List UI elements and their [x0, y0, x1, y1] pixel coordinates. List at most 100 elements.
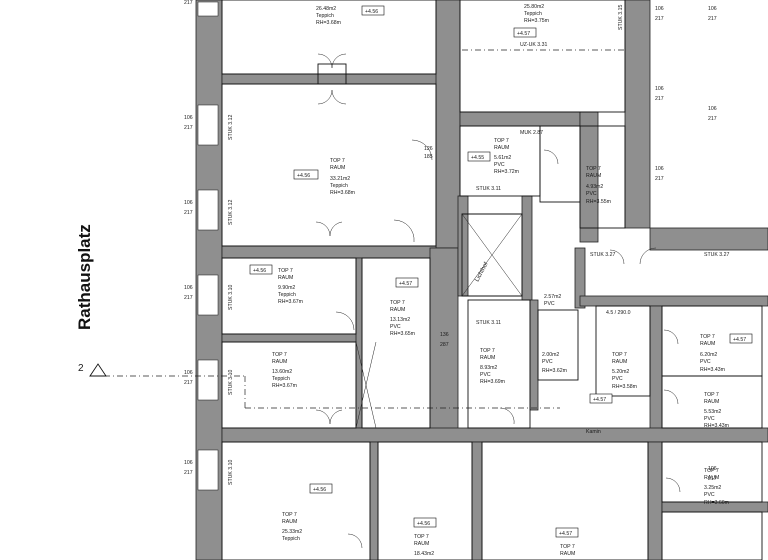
svg-text:STUK 3.15: STUK 3.15: [618, 5, 624, 30]
svg-text:PVC: PVC: [542, 359, 553, 365]
svg-text:RAUM: RAUM: [494, 145, 509, 151]
svg-text:RAUM: RAUM: [612, 359, 627, 365]
svg-text:TOP 7: TOP 7: [272, 352, 287, 358]
room-top-right: 25.80m2 Teppich RH=3.75m +4.57 UZ-UK 3.3…: [462, 4, 624, 51]
room-a: +4.56 TOP 7 RAUM 9.90m2 Teppich RH=3.67m: [249, 264, 303, 305]
svg-text:Teppich: Teppich: [524, 11, 542, 17]
svg-text:+4.57: +4.57: [733, 337, 746, 343]
svg-text:STUK 3.11: STUK 3.11: [476, 320, 501, 326]
svg-text:PVC: PVC: [612, 376, 623, 382]
svg-text:217: 217: [708, 16, 717, 22]
svg-text:TOP 7: TOP 7: [560, 544, 575, 550]
svg-text:106: 106: [708, 106, 717, 112]
svg-text:RH=3.58m: RH=3.58m: [612, 384, 637, 390]
svg-text:RH=3.68m: RH=3.68m: [316, 20, 341, 26]
svg-text:217: 217: [655, 96, 664, 102]
svg-text:9.90m2: 9.90m2: [278, 285, 295, 291]
room-bottom-right: +4.57 TOP 7 RAUM: [555, 527, 579, 557]
svg-text:TOP 7: TOP 7: [700, 334, 715, 340]
svg-text:106: 106: [655, 86, 664, 92]
svg-text:STUK 3.11: STUK 3.11: [476, 186, 501, 192]
svg-text:6.20m2: 6.20m2: [700, 352, 717, 358]
room-labels: +4.56 26.48m2 Teppich RH=3.68m 25.80m2 T…: [249, 4, 753, 557]
svg-text:TOP 7: TOP 7: [390, 300, 405, 306]
room-outlines: [221, 0, 763, 560]
section-marker-triangle-icon: [89, 363, 107, 377]
lichthof-label: Lichthof: [474, 261, 489, 283]
svg-text:3.25m2: 3.25m2: [704, 485, 721, 491]
svg-text:RH=3.43m: RH=3.43m: [704, 423, 729, 429]
svg-text:287: 287: [440, 342, 449, 348]
svg-text:217: 217: [184, 470, 193, 476]
svg-text:106: 106: [708, 6, 717, 12]
room-bottom-left: +4.56 TOP 7 RAUM 25.33m2 Teppich: [282, 483, 333, 542]
room-top-left: +4.56 26.48m2 Teppich RH=3.68m: [316, 5, 385, 26]
svg-text:RAUM: RAUM: [480, 355, 495, 361]
svg-text:+4.56: +4.56: [365, 9, 378, 15]
svg-text:TOP 7: TOP 7: [704, 468, 719, 474]
svg-text:RH=3.67m: RH=3.67m: [272, 383, 297, 389]
room-g: TOP 7 RAUM +4.57 6.20m2 PVC RH=3.43m: [700, 333, 753, 373]
svg-text:RH=3.67m: RH=3.67m: [278, 299, 303, 305]
section-marker-label: 2: [78, 363, 84, 374]
svg-text:RH=3.69m: RH=3.69m: [480, 379, 505, 385]
section-line: 2: [78, 363, 560, 409]
svg-text:RH=3.43m: RH=3.43m: [700, 367, 725, 373]
svg-text:STUK 3.27: STUK 3.27: [590, 252, 615, 258]
street-label: Rathausplatz: [75, 224, 94, 330]
svg-text:106: 106: [708, 466, 717, 472]
svg-text:136: 136: [440, 332, 449, 338]
svg-text:PVC: PVC: [704, 492, 715, 498]
room-l: 2.00m2 PVC RH=3.62m: [542, 352, 567, 374]
room-bottom-mid: +4.56 TOP 7 RAUM 18.43m2: [413, 517, 437, 557]
svg-text:+4.56: +4.56: [313, 487, 326, 493]
room-j: TOP 7 RAUM 3.25m2 PVC RH=3.60m: [704, 468, 729, 506]
room-b: TOP 7 RAUM 13.60m2 Teppich RH=3.67m: [272, 352, 297, 389]
svg-text:TOP 7: TOP 7: [494, 138, 509, 144]
svg-text:217: 217: [184, 125, 193, 131]
svg-text:217: 217: [655, 16, 664, 22]
svg-text:RH=3.62m: RH=3.62m: [542, 368, 567, 374]
svg-text:TOP 7: TOP 7: [612, 352, 627, 358]
svg-text:8.93m2: 8.93m2: [480, 365, 497, 371]
svg-text:33.21m2: 33.21m2: [330, 176, 350, 182]
svg-text:RH=3.60m: RH=3.60m: [704, 500, 729, 506]
svg-text:4.93m2: 4.93m2: [586, 184, 603, 190]
svg-text:RAUM: RAUM: [414, 541, 429, 547]
svg-text:PVC: PVC: [544, 301, 555, 307]
svg-text:TOP 7: TOP 7: [480, 348, 495, 354]
svg-text:PVC: PVC: [390, 324, 401, 330]
svg-text:25.80m2: 25.80m2: [524, 4, 544, 10]
svg-text:4.5 / 290.0: 4.5 / 290.0: [606, 310, 631, 316]
doors: [315, 53, 681, 549]
svg-text:RH=3.68m: RH=3.68m: [330, 190, 355, 196]
svg-text:217: 217: [708, 476, 717, 482]
svg-text:2.00m2: 2.00m2: [542, 352, 559, 358]
svg-text:+4.55: +4.55: [471, 155, 484, 161]
svg-text:STUK 3.10: STUK 3.10: [228, 460, 234, 485]
svg-text:RAUM: RAUM: [704, 399, 719, 405]
facade-annotations: 217 106 217 106 217 106 217 106 217 106 …: [184, 0, 729, 485]
svg-text:RH=3.65m: RH=3.65m: [390, 331, 415, 337]
svg-text:126: 126: [424, 146, 433, 152]
svg-text:5.61m2: 5.61m2: [494, 155, 511, 161]
svg-text:STUK 3.12: STUK 3.12: [228, 200, 234, 225]
room-f: STUK 3.11 TOP 7 RAUM 8.93m2 PVC RH=3.69m: [476, 320, 505, 385]
svg-text:STUK 3.10: STUK 3.10: [228, 285, 234, 310]
svg-text:Teppich: Teppich: [330, 183, 348, 189]
svg-text:RAUM: RAUM: [704, 475, 719, 481]
svg-text:13.13m2: 13.13m2: [390, 317, 410, 323]
svg-text:RAUM: RAUM: [560, 551, 575, 557]
svg-text:RAUM: RAUM: [700, 341, 715, 347]
svg-text:RH=3.55m: RH=3.55m: [586, 199, 611, 205]
svg-text:106: 106: [184, 285, 193, 291]
svg-text:TOP 7: TOP 7: [414, 534, 429, 540]
svg-text:Teppich: Teppich: [272, 376, 290, 382]
svg-text:MUK 2.87: MUK 2.87: [520, 130, 543, 136]
svg-text:+4.57: +4.57: [517, 31, 530, 37]
svg-text:PVC: PVC: [480, 372, 491, 378]
svg-text:Teppich: Teppich: [316, 13, 334, 19]
room-h: TOP 7 RAUM 5.53m2 PVC RH=3.43m: [704, 392, 729, 429]
svg-text:RAUM: RAUM: [278, 275, 293, 281]
